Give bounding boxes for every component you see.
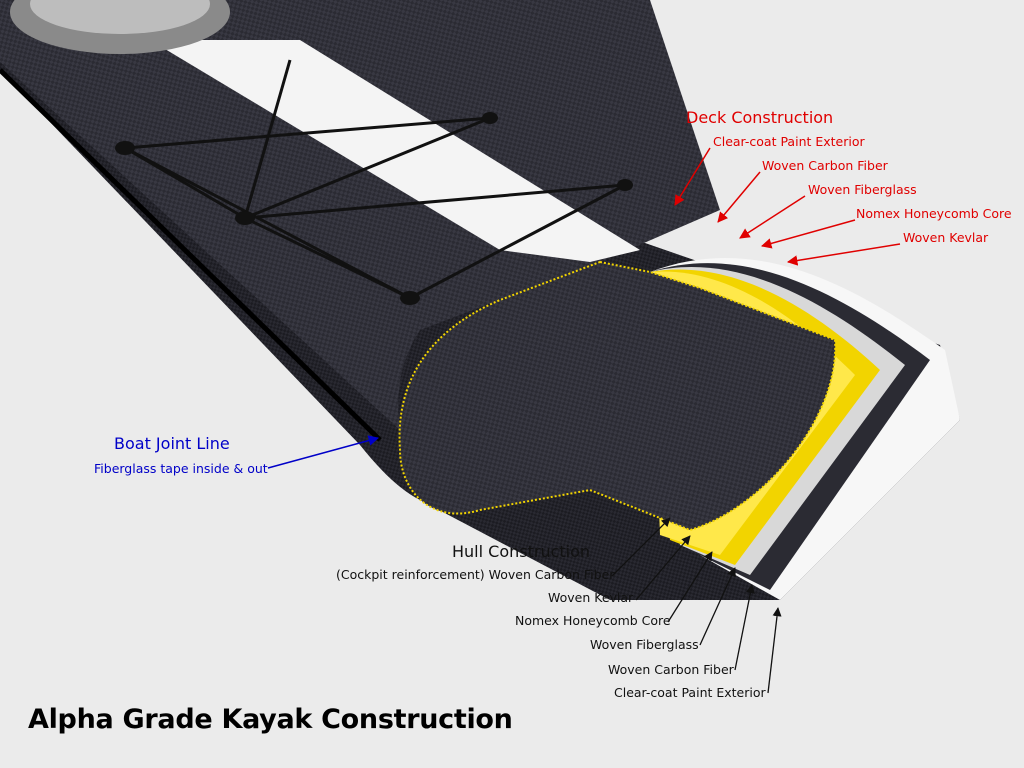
hull-layer-carbon: Woven Carbon Fiber [608,662,734,677]
hull-layer-honeycomb: Nomex Honeycomb Core [515,613,671,628]
hull-layer-fiberglass: Woven Fiberglass [590,637,699,652]
boat-joint-note: Fiberglass tape inside & out [94,461,268,476]
hull-layer-kevlar: Woven Kevlar [548,590,634,605]
hull-arrows [611,517,782,694]
cockpit-reinforcement [398,260,837,532]
hull-construction-heading: Hull Construction [452,542,591,561]
deck-bungee-cords [124,59,626,300]
joint-arrow [267,435,380,469]
page-title: Alpha Grade Kayak Construction [28,704,513,735]
deck-construction-heading: Deck Construction [686,108,834,127]
hull-layer-cockpit-carbon: (Cockpit reinforcement) Woven Carbon Fib… [336,567,615,582]
deck-stripe [150,40,640,262]
deck-layer-kevlar: Woven Kevlar [903,230,989,245]
deck-shell [0,0,720,430]
deck-arrows [674,147,901,266]
bungee-anchors [115,112,633,305]
hull-layer-clearcoat: Clear-coat Paint Exterior [614,685,766,700]
deck-layer-fiberglass: Woven Fiberglass [808,182,917,197]
deck-layer-carbon: Woven Carbon Fiber [762,158,888,173]
boat-joint-heading: Boat Joint Line [114,434,230,453]
deck-layer-clearcoat: Clear-coat Paint Exterior [713,134,865,149]
deck-layer-honeycomb: Nomex Honeycomb Core [856,206,1012,221]
